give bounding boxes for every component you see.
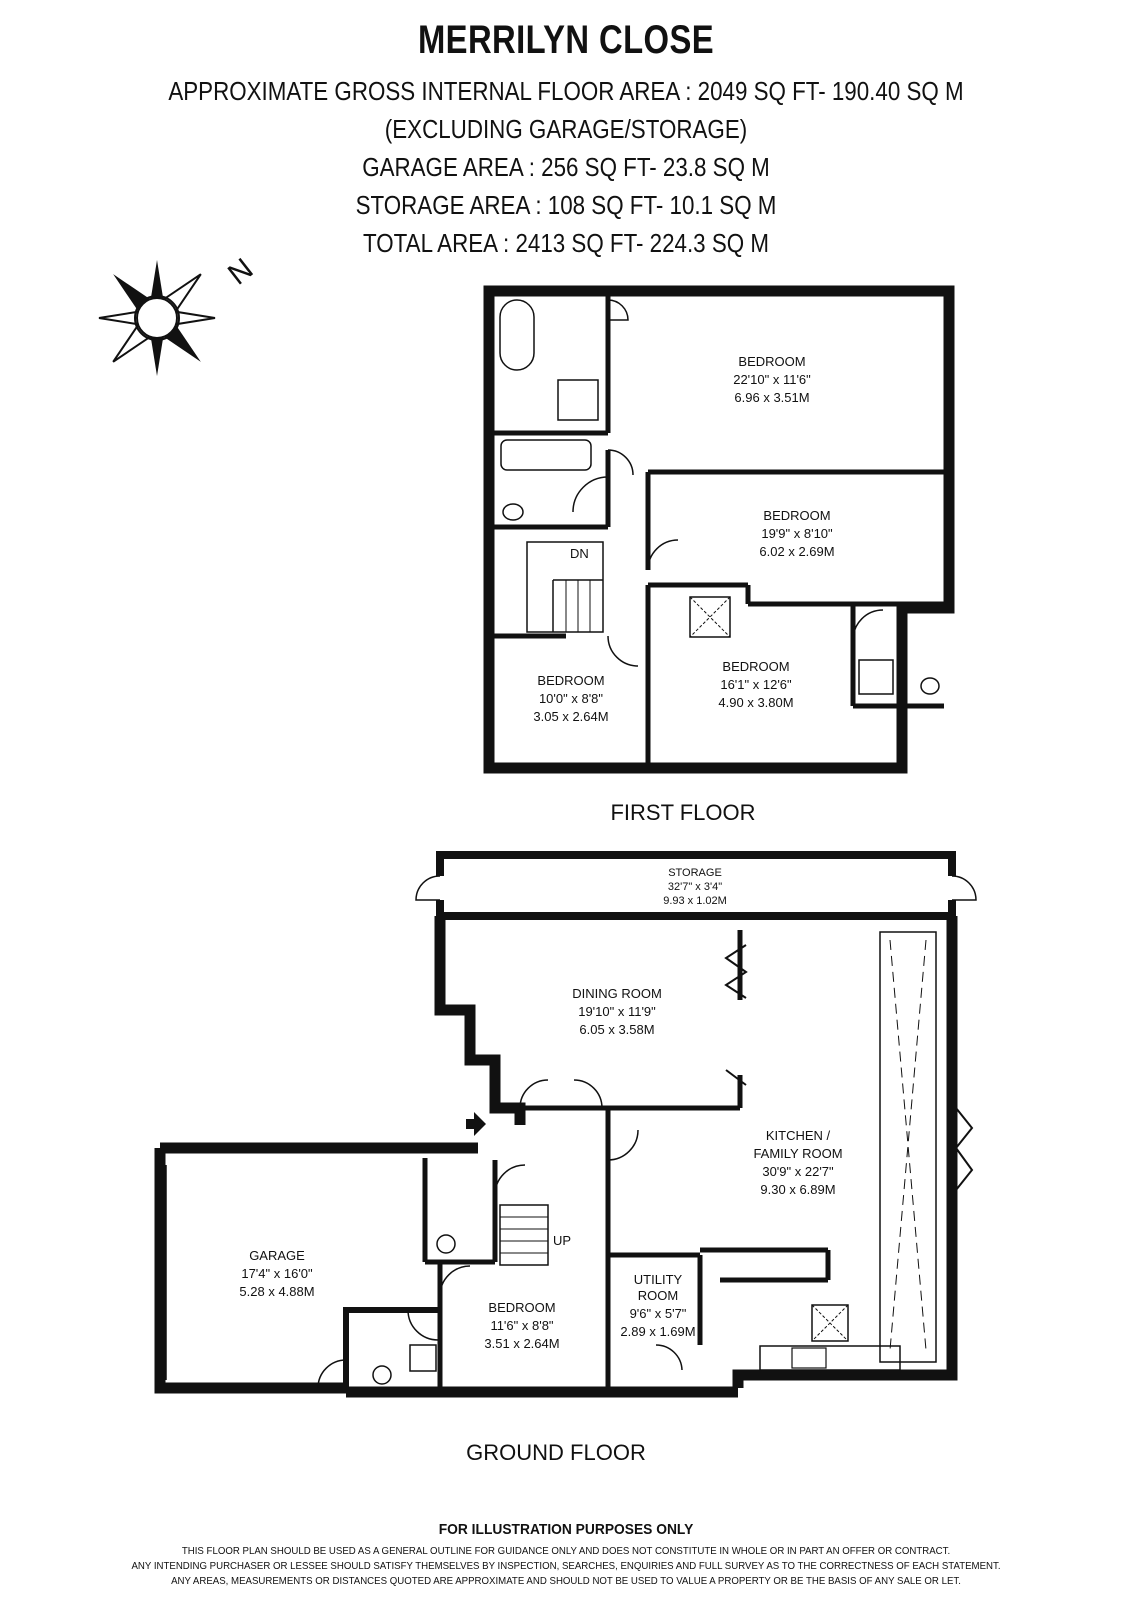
first-floor-walls <box>483 285 955 774</box>
gf-dining-imperial: 19'10" x 11'9" <box>578 1004 656 1019</box>
gf-storage-metric: 9.93 x 1.02M <box>663 895 727 907</box>
gf-utility-name: UTILITY <box>634 1272 683 1287</box>
gf-utility-name-2: ROOM <box>638 1288 678 1303</box>
gf-kitchen-name: KITCHEN / <box>766 1128 831 1143</box>
ff-bedroom-1-metric: 6.96 x 3.51M <box>734 390 809 405</box>
storage-area-line: STORAGE AREA : 108 SQ FT- 10.1 SQ M <box>355 190 777 220</box>
compass-rose-icon <box>98 260 216 376</box>
ff-bedroom-1-name: BEDROOM <box>738 354 805 369</box>
gf-kitchen-metric: 9.30 x 6.89M <box>760 1182 835 1197</box>
first-floor-label: FIRST FLOOR <box>610 800 755 825</box>
garage-area-line: GARAGE AREA : 256 SQ FT- 23.8 SQ M <box>362 152 770 182</box>
gf-stairs-label: UP <box>553 1233 571 1248</box>
ff-bedroom-2-imperial: 19'9" x 8'10" <box>761 526 833 541</box>
gross-area-line: APPROXIMATE GROSS INTERNAL FLOOR AREA : … <box>168 76 964 106</box>
gf-kitchen-name-2: FAMILY ROOM <box>753 1146 842 1161</box>
gf-garage-name: GARAGE <box>249 1248 305 1263</box>
entrance-arrow-icon <box>466 1112 486 1136</box>
ground-floor-label: GROUND FLOOR <box>466 1440 646 1465</box>
gf-garage-metric: 5.28 x 4.88M <box>239 1284 314 1299</box>
disclaimer-line-1: THIS FLOOR PLAN SHOULD BE USED AS A GENE… <box>181 1545 951 1557</box>
disclaimer-line-2: ANY INTENDING PURCHASER OR LESSEE SHOULD… <box>131 1560 1001 1572</box>
gf-bedroom-imperial: 11'6" x 8'8" <box>490 1318 553 1333</box>
illustration-note: FOR ILLUSTRATION PURPOSES ONLY <box>438 1521 694 1538</box>
plan-title: MERRILYN CLOSE <box>417 18 715 62</box>
disclaimer-line-3: ANY AREAS, MEASUREMENTS OR DISTANCES QUO… <box>171 1575 961 1587</box>
total-area-line: TOTAL AREA : 2413 SQ FT- 224.3 SQ M <box>363 228 769 258</box>
gf-bedroom-name: BEDROOM <box>488 1300 555 1315</box>
gf-storage-imperial: 32'7" x 3'4" <box>668 881 722 893</box>
gf-utility-metric: 2.89 x 1.69M <box>620 1324 695 1339</box>
ff-bedroom-1-imperial: 22'10" x 11'6" <box>733 372 811 387</box>
gf-storage-name: STORAGE <box>668 867 722 879</box>
ff-bedroom-4-metric: 4.90 x 3.80M <box>718 695 793 710</box>
ff-bedroom-3-metric: 3.05 x 2.64M <box>533 709 608 724</box>
gf-dining-name: DINING ROOM <box>572 986 662 1001</box>
ff-stairs-label: DN <box>570 546 589 561</box>
ff-bedroom-3-name: BEDROOM <box>537 673 604 688</box>
gf-utility-imperial: 9'6" x 5'7" <box>630 1306 687 1321</box>
ground-floor-walls <box>154 851 977 1398</box>
compass-north-label: N <box>222 252 259 291</box>
gf-bedroom-metric: 3.51 x 2.64M <box>484 1336 559 1351</box>
excluding-note: (EXCLUDING GARAGE/STORAGE) <box>384 114 748 144</box>
ff-bedroom-2-name: BEDROOM <box>763 508 830 523</box>
gf-dining-metric: 6.05 x 3.58M <box>579 1022 654 1037</box>
ff-bedroom-4-imperial: 16'1" x 12'6" <box>720 677 792 692</box>
gf-kitchen-imperial: 30'9" x 22'7" <box>762 1164 834 1179</box>
ff-bedroom-4-name: BEDROOM <box>722 659 789 674</box>
ff-bedroom-3-imperial: 10'0" x 8'8" <box>539 691 603 706</box>
gf-garage-imperial: 17'4" x 16'0" <box>241 1266 313 1281</box>
ff-bedroom-2-metric: 6.02 x 2.69M <box>759 544 834 559</box>
